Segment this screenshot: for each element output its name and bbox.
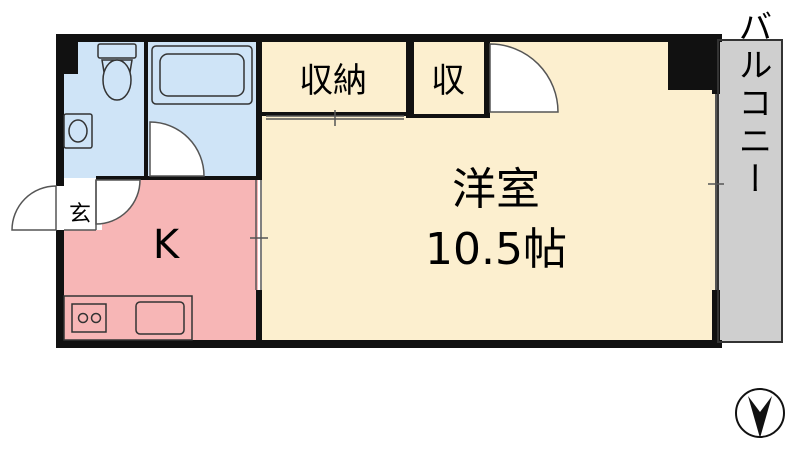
western-room-name: 洋室 bbox=[452, 164, 540, 215]
bathtub-icon bbox=[151, 45, 253, 105]
wall-closet-divider bbox=[406, 40, 414, 118]
left-wall-upper bbox=[56, 34, 64, 186]
top-wall bbox=[56, 34, 722, 42]
closet-small-label: 収 bbox=[431, 61, 465, 101]
closet-large-label: 収納 bbox=[299, 61, 367, 101]
north-arrow-icon bbox=[735, 388, 785, 438]
sink-icon bbox=[63, 113, 93, 149]
corner-pillar-tr bbox=[668, 34, 720, 90]
bath-door-swing bbox=[149, 121, 205, 177]
right-wall-lower bbox=[712, 290, 720, 348]
balcony-frame bbox=[717, 39, 783, 343]
small-closet-door-swing bbox=[489, 43, 559, 113]
wall-wet-kitchen bbox=[96, 176, 258, 180]
wall-small-closet-right bbox=[484, 40, 490, 118]
balcony-floor bbox=[718, 40, 782, 342]
wall-bath-western bbox=[256, 40, 262, 180]
western-room-size: 10.5帖 bbox=[425, 224, 567, 275]
wall-kitchen-western-lower bbox=[256, 290, 262, 344]
wall-toilet-bath bbox=[144, 40, 148, 178]
wall-small-closet-bottom bbox=[406, 114, 490, 118]
balcony-label: バルコニー bbox=[732, 9, 772, 199]
toilet-icon bbox=[97, 43, 137, 101]
bottom-wall bbox=[56, 340, 722, 348]
toilet-door-swing bbox=[95, 179, 141, 225]
left-wall-lower bbox=[56, 230, 64, 348]
closet-large-floor bbox=[262, 44, 408, 114]
kitchen-counter bbox=[63, 295, 193, 341]
entrance-door-swing bbox=[11, 185, 57, 231]
corner-pillar-tl bbox=[56, 34, 78, 74]
entrance-label: 玄 bbox=[69, 202, 91, 227]
kitchen-label: K bbox=[153, 222, 181, 268]
